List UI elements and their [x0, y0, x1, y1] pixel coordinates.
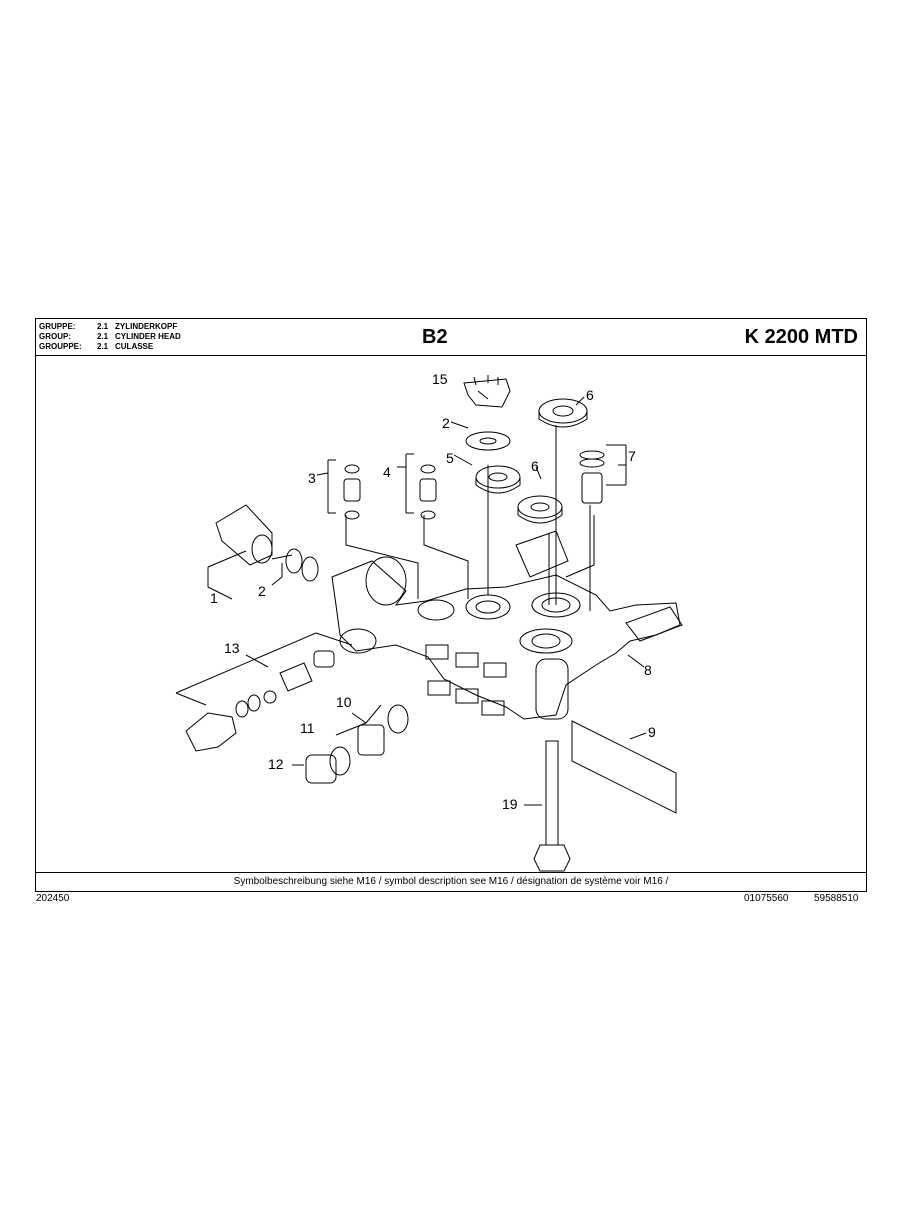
- doc-number-left: 202450: [36, 893, 70, 904]
- symbol-note: Symbolbeschreibung siehe M16 / symbol de…: [36, 872, 866, 891]
- group-number: 2.1: [97, 322, 109, 331]
- group-key: GROUPPE:: [39, 342, 82, 351]
- callout-1: 1: [210, 590, 218, 606]
- doc-number-right: 59588510: [814, 893, 859, 904]
- callout-3: 3: [308, 470, 316, 486]
- callout-6-mid: 6: [531, 458, 539, 474]
- callout-12: 12: [268, 756, 284, 772]
- callout-6-left: 5: [446, 450, 454, 466]
- model-title: K 2200 MTD: [744, 326, 858, 348]
- group-name: CULASSE: [115, 342, 154, 351]
- group-row-de: GRUPPE: 2.1 ZYLINDERKOPF: [39, 322, 181, 332]
- callout-7: 7: [628, 448, 636, 464]
- callout-11: 11: [300, 720, 315, 736]
- group-number: 2.1: [97, 332, 109, 341]
- callout-8: 8: [644, 662, 652, 678]
- callout-10: 10: [336, 694, 352, 710]
- callout-15: 15: [432, 371, 448, 387]
- group-name: CYLINDER HEAD: [115, 332, 181, 341]
- group-row-fr: GROUPPE: 2.1 CULASSE: [39, 342, 181, 352]
- group-key: GROUP:: [39, 332, 71, 341]
- page-code: B2: [422, 326, 448, 348]
- callout-6-top: 6: [586, 387, 594, 403]
- group-number: 2.1: [97, 342, 109, 351]
- callout-9: 9: [648, 724, 656, 740]
- group-key: GRUPPE:: [39, 322, 76, 331]
- callout-4: 2: [442, 415, 450, 431]
- callout-5: 4: [383, 464, 391, 480]
- group-row-en: GROUP: 2.1 CYLINDER HEAD: [39, 332, 181, 342]
- callout-19: 19: [502, 796, 518, 812]
- exploded-view-drawing: 15 2 5 6 6 7 3 4 1 2 13 8 10 11 9 12 19: [175, 371, 683, 872]
- group-name: ZYLINDERKOPF: [115, 322, 178, 331]
- callout-2: 2: [258, 583, 266, 599]
- doc-number-middle: 01075560: [744, 893, 789, 904]
- callout-13: 13: [224, 640, 240, 656]
